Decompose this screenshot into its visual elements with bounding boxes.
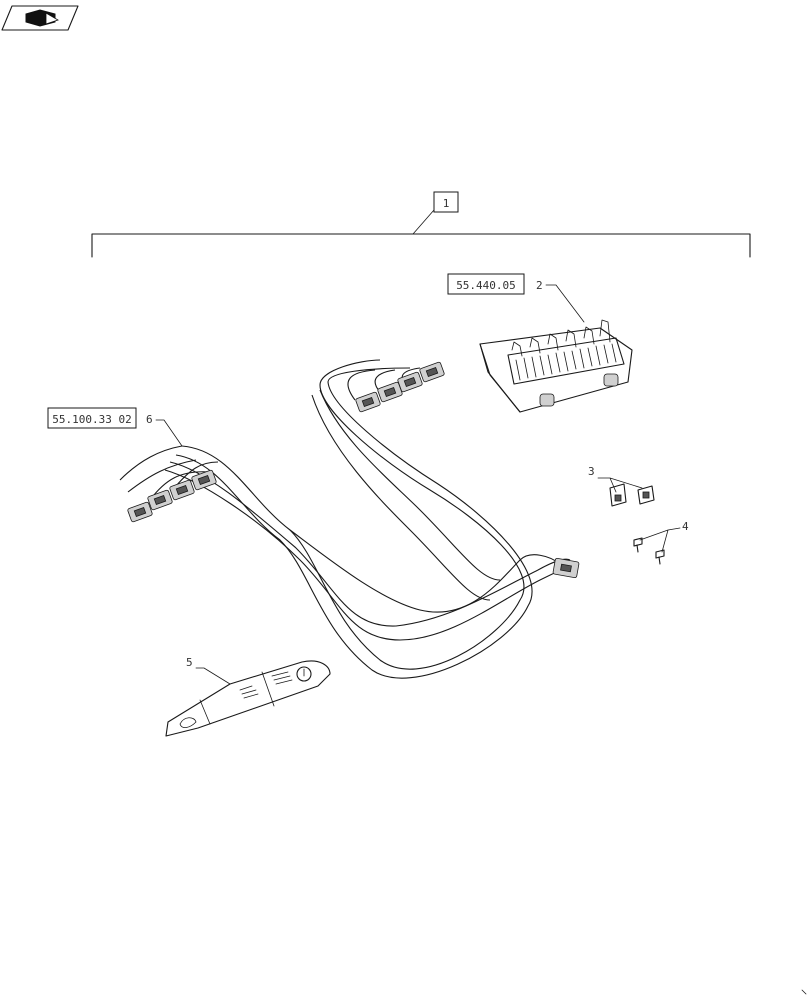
callout-6[interactable]: 6	[146, 413, 153, 426]
screw-right	[655, 549, 665, 565]
callout-2[interactable]: 2	[536, 279, 543, 292]
corner-mark	[801, 989, 807, 995]
assembly-bracket	[91, 191, 751, 258]
page-nav-icon[interactable]	[1, 5, 79, 31]
clip-right	[637, 485, 655, 505]
leader-2	[545, 284, 585, 323]
wiring-harness	[119, 359, 571, 679]
callout-4[interactable]: 4	[682, 520, 689, 533]
decal	[165, 660, 331, 737]
control-unit	[479, 319, 633, 413]
leader-5	[195, 667, 231, 685]
connector-group-left	[127, 469, 217, 523]
clip-left	[609, 483, 627, 507]
connector-single	[552, 557, 580, 579]
leader-4	[639, 527, 681, 553]
reference-harness[interactable]: 55.100.33 02	[52, 413, 131, 426]
reference-box-harness	[47, 407, 137, 429]
callout-3[interactable]: 3	[588, 465, 595, 478]
reference-box-unit	[447, 273, 525, 295]
leader-6	[155, 419, 183, 447]
callout-5[interactable]: 5	[186, 656, 193, 669]
callout-1[interactable]: 1	[443, 197, 450, 210]
connector-group-top	[355, 361, 445, 413]
screw-left	[633, 537, 643, 553]
reference-unit[interactable]: 55.440.05	[456, 279, 516, 292]
